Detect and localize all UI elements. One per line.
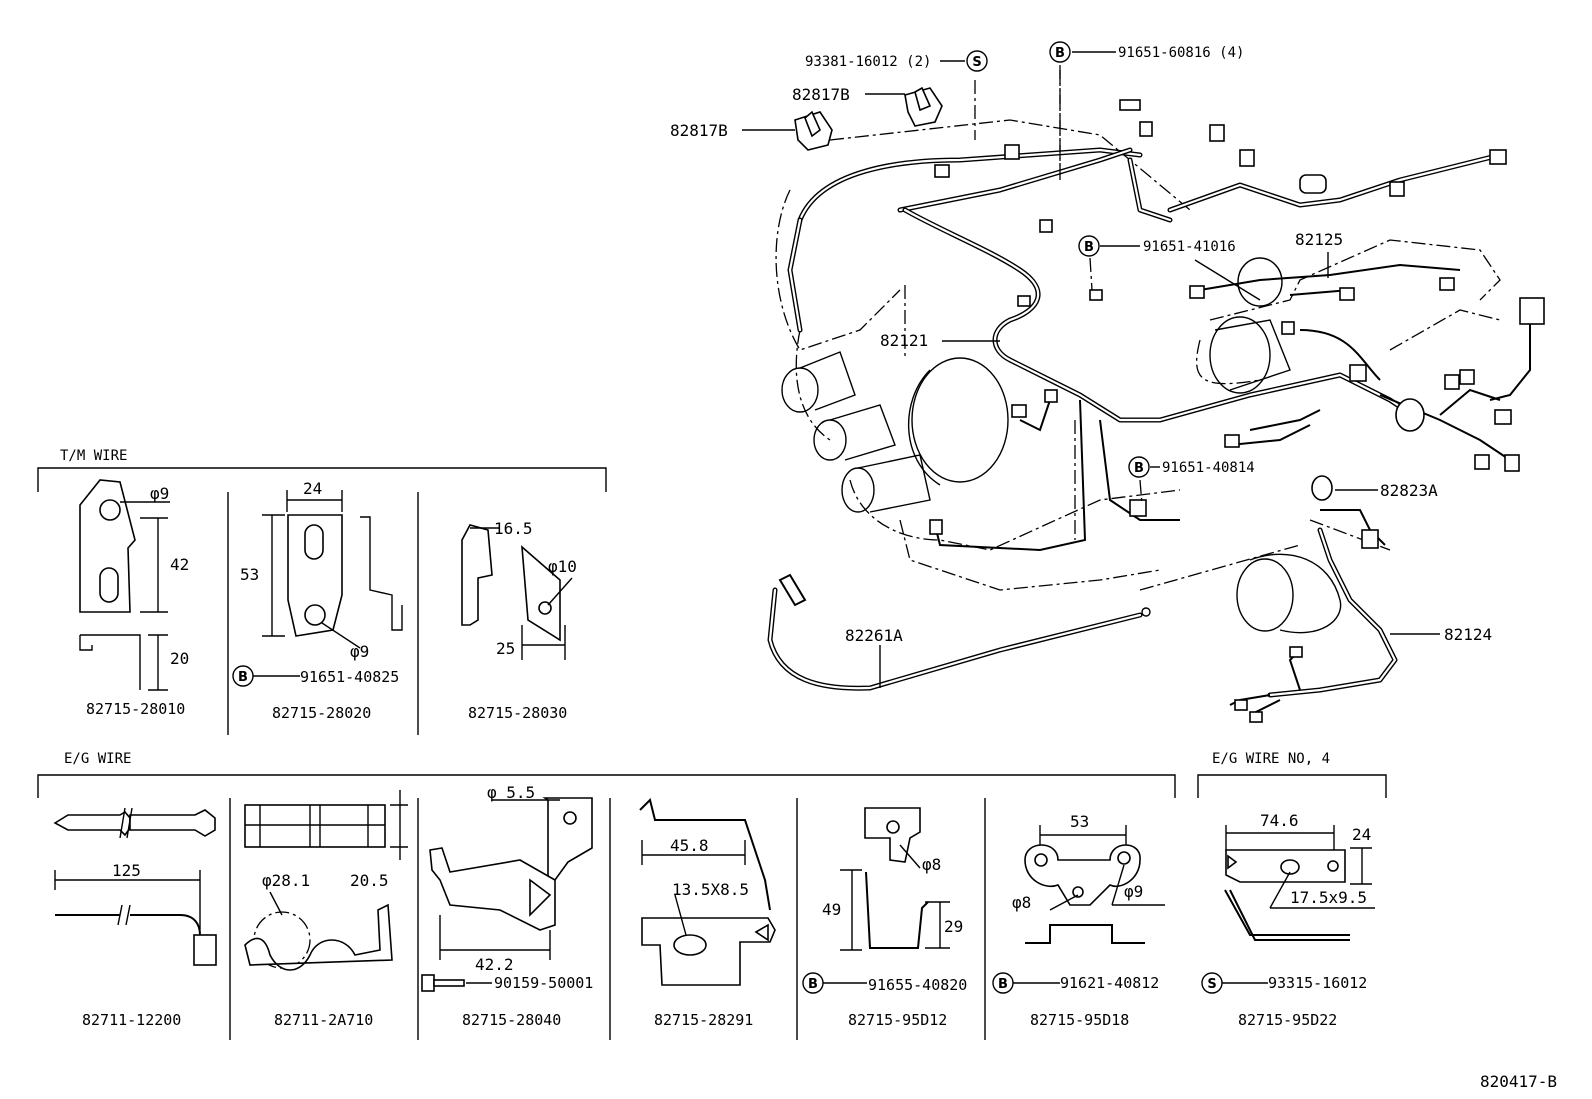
svg-text:B: B <box>238 670 248 685</box>
dim-20: 20 <box>170 649 189 668</box>
eg-wire-no4-section: E/G WIRE NO, 4 74.6 24 17.5x9.5 S 93315-… <box>1197 751 1387 1029</box>
callout-82817b-left: 82817B <box>670 121 728 140</box>
tm-wire-title: T/M WIRE <box>60 448 127 464</box>
dim-49: 49 <box>822 900 841 919</box>
dim-53: 53 <box>240 565 259 584</box>
bracket-82715-95D18: 53 φ8 φ9 B 91621-40812 82715-95D18 <box>992 812 1165 1029</box>
fastener-91655-40820: 91655-40820 <box>868 976 967 994</box>
callout-82817b-upper: 82817B <box>792 85 850 104</box>
part-no-82715-95D22: 82715-95D22 <box>1238 1011 1337 1029</box>
connector-cluster <box>929 99 1545 723</box>
dim-17-5x9-5: 17.5x9.5 <box>1290 888 1367 907</box>
clip-82711-12200: 125 82711-12200 <box>53 807 217 1029</box>
screw-symbol: S <box>1201 972 1223 994</box>
eg-wire-section: E/G WIRE 125 82711-12200 <box>37 751 1176 1040</box>
dim-45-8: 45.8 <box>670 836 709 855</box>
part-no-82715-28040: 82715-28040 <box>462 1011 561 1029</box>
dim-125: 125 <box>112 861 141 880</box>
svg-text:B: B <box>1134 461 1144 476</box>
bracket-82715-28030: 16.5 φ10 25 82715-28030 <box>461 519 577 722</box>
dim-phi9: φ9 <box>150 484 169 503</box>
callout-82124: 82124 <box>1444 625 1492 644</box>
callout-91651-60816: 91651-60816 (4) <box>1118 45 1244 61</box>
svg-text:B: B <box>1055 46 1065 61</box>
dim-16-5: 16.5 <box>494 519 533 538</box>
eg-wire-title: E/G WIRE <box>64 751 131 767</box>
dim-phi9-b: φ9 <box>350 642 369 661</box>
bolt-symbol: B <box>232 665 254 687</box>
bolt-symbol: B <box>802 972 824 994</box>
part-no-82715-95D12: 82715-95D12 <box>848 1011 947 1029</box>
bracket-82715-28291: 45.8 13.5X8.5 82715-28291 <box>639 798 776 1029</box>
dim-24: 24 <box>303 479 322 498</box>
part-no-82715-28010: 82715-28010 <box>86 700 185 718</box>
dim-13-5x8-5: 13.5X8.5 <box>672 880 749 899</box>
engine-harness-assembly <box>742 51 1545 723</box>
tm-wire-section: T/M WIRE φ9 42 20 82715-28010 <box>37 448 607 735</box>
dim-74-6: 74.6 <box>1260 811 1299 830</box>
eg-wire-no4-title: E/G WIRE NO, 4 <box>1212 751 1330 767</box>
dim-42: 42 <box>170 555 189 574</box>
part-no-82711-2A710: 82711-2A710 <box>274 1011 373 1029</box>
dim-42-2: 42.2 <box>475 955 514 974</box>
part-no-82715-28030: 82715-28030 <box>468 704 567 722</box>
part-no-82715-28020: 82715-28020 <box>272 704 371 722</box>
dim-phi10: φ10 <box>548 557 577 576</box>
part-no-82711-12200: 82711-12200 <box>82 1011 181 1029</box>
dim-25: 25 <box>496 639 515 658</box>
callout-82121: 82121 <box>880 331 928 350</box>
fastener-91651-40825: 91651-40825 <box>300 668 399 686</box>
callout-93381-16012: 93381-16012 (2) <box>805 54 931 70</box>
callout-82261a: 82261A <box>845 626 903 645</box>
bolt-symbol: B <box>1128 456 1150 478</box>
dim-phi28-1: φ28.1 <box>262 871 310 890</box>
main-callouts: 93381-16012 (2) S B 91651-60816 (4) 8281… <box>670 41 1492 645</box>
svg-text:B: B <box>808 977 818 992</box>
bolt-symbol: B <box>1078 235 1100 257</box>
dim-29: 29 <box>944 917 963 936</box>
82817b-clamps <box>794 86 943 151</box>
dim-phi5-5: φ 5.5 <box>487 783 535 802</box>
dim-24-b: 24 <box>1352 825 1371 844</box>
svg-text:S: S <box>972 55 981 70</box>
bolt-symbol: B <box>992 972 1014 994</box>
bracket-82715-28020: 24 53 φ9 B 91651-40825 82715-28020 <box>232 479 403 722</box>
callout-91651-41016: 91651-41016 <box>1143 239 1236 255</box>
callout-82823a: 82823A <box>1380 481 1438 500</box>
svg-text:B: B <box>1084 240 1094 255</box>
figure-code: 820417-B <box>1480 1072 1557 1091</box>
fastener-90159-50001: 90159-50001 <box>494 974 593 992</box>
svg-text:B: B <box>998 977 1008 992</box>
dim-20-5: 20.5 <box>350 871 389 890</box>
bracket-82715-95D12: φ8 49 29 B 91655-40820 82715-95D12 <box>802 807 967 1029</box>
svg-text:S: S <box>1207 977 1216 992</box>
dim-53-b: 53 <box>1070 812 1089 831</box>
clamp-82711-2A710: 20.5 φ28.1 82711-2A710 <box>244 790 408 1029</box>
bracket-82715-28040: φ 5.5 42.2 90159-50001 82715-28040 <box>421 783 593 1029</box>
screw-symbol: S <box>966 50 988 72</box>
dim-phi8: φ8 <box>922 855 941 874</box>
fastener-91621-40812: 91621-40812 <box>1060 974 1159 992</box>
dim-phi8-b: φ8 <box>1012 893 1031 912</box>
callout-91651-40814: 91651-40814 <box>1162 460 1255 476</box>
part-no-82715-95D18: 82715-95D18 <box>1030 1011 1129 1029</box>
bracket-82715-28010: φ9 42 20 82715-28010 <box>79 479 189 718</box>
dim-phi9-c: φ9 <box>1124 882 1143 901</box>
bolt-symbol: B <box>1049 41 1071 63</box>
fastener-93315-16012: 93315-16012 <box>1268 974 1367 992</box>
callout-82125: 82125 <box>1295 230 1343 249</box>
part-no-82715-28291: 82715-28291 <box>654 1011 753 1029</box>
